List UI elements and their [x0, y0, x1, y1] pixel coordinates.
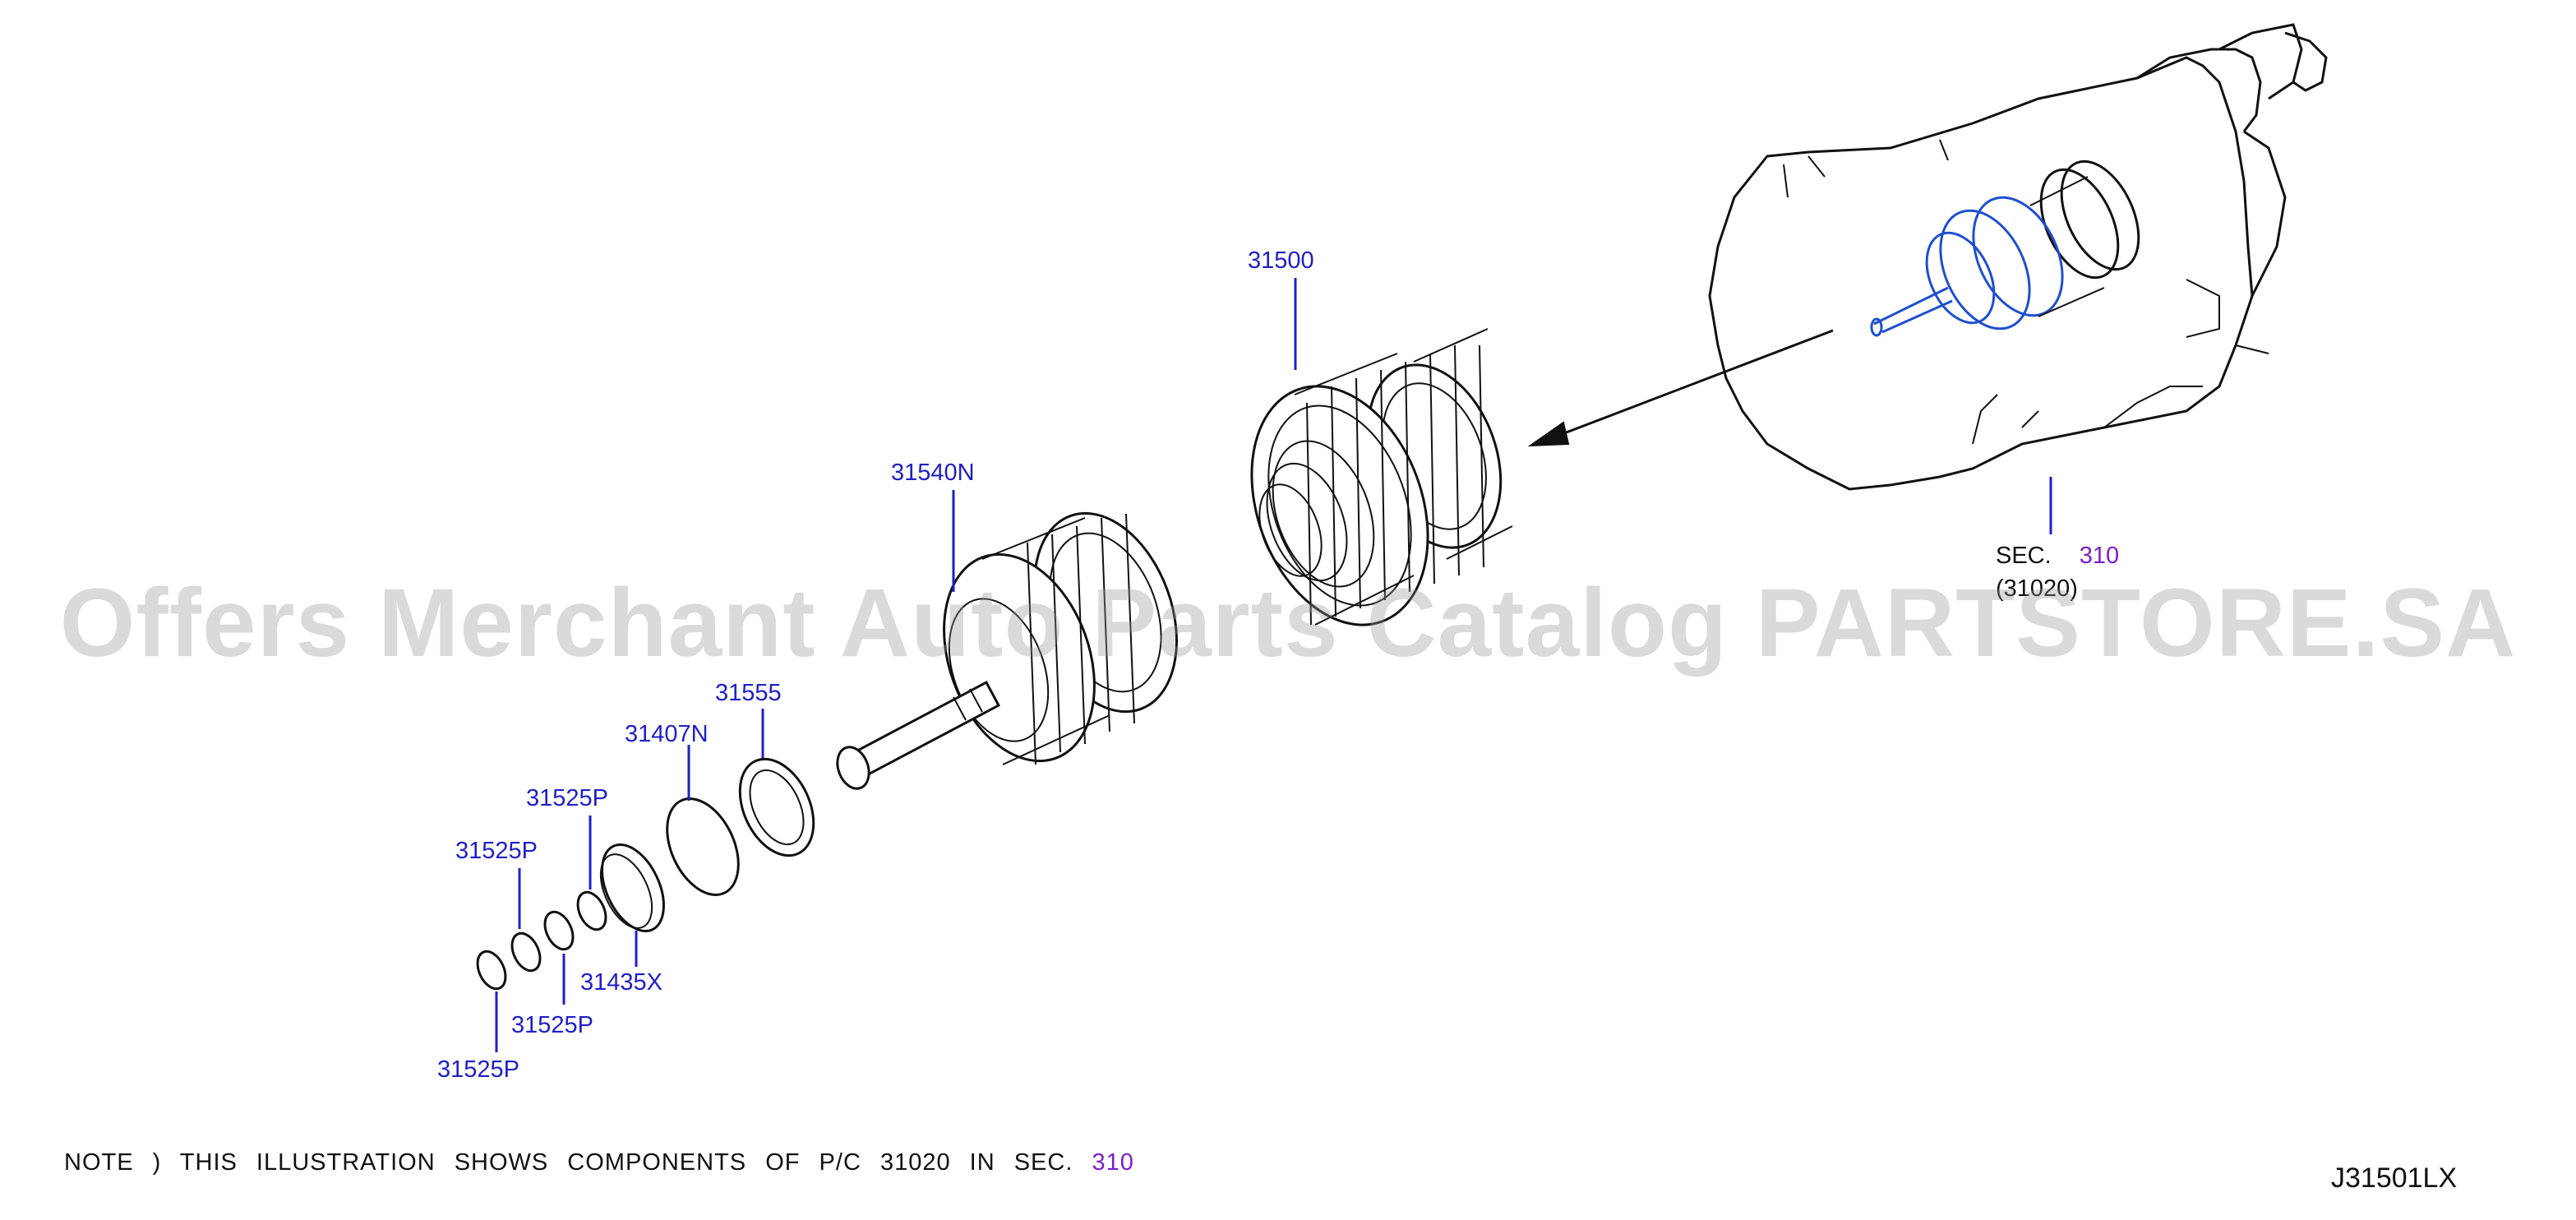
section-subtext: (31020): [1996, 575, 2078, 602]
carrier-shaft-31540N: [836, 511, 1178, 790]
callout-31525P-b[interactable]: 31525P: [455, 838, 538, 864]
watermark: Offers Merchant Auto Parts Catalog PARTS…: [59, 569, 2517, 677]
callout-31435X[interactable]: 31435X: [580, 969, 662, 996]
explode-arrow: [1527, 329, 1834, 447]
callout-31540N[interactable]: 31540N: [891, 460, 975, 486]
note-section-link-310[interactable]: 310: [1092, 1149, 1134, 1176]
illustration-note: NOTE ) THIS ILLUSTRATION SHOWS COMPONENT…: [64, 1149, 1134, 1176]
callout-31555[interactable]: 31555: [715, 680, 782, 706]
internal-gearset-highlight: [1870, 159, 2140, 337]
thrust-bearing-31555: [738, 757, 815, 857]
seal-ring-31525P-set: [476, 890, 607, 991]
callout-31500[interactable]: 31500: [1248, 247, 1314, 274]
note-text: NOTE ) THIS ILLUSTRATION SHOWS COMPONENT…: [64, 1149, 1073, 1176]
section-prefix: SEC.: [1996, 543, 2052, 569]
section-reference: SEC. 310: [1996, 543, 2119, 570]
snap-ring-31435X: [599, 843, 665, 933]
clutch-drum-31500: [1250, 328, 1513, 626]
section-link-310[interactable]: 310: [2079, 543, 2120, 569]
callout-31525P-c[interactable]: 31525P: [511, 1012, 593, 1038]
seal-ring-31407N: [666, 797, 740, 896]
transmission-housing: [1708, 23, 2328, 534]
callout-31525P-a[interactable]: 31525P: [526, 785, 608, 811]
callout-31525P-d[interactable]: 31525P: [437, 1056, 519, 1083]
callout-31407N[interactable]: 31407N: [625, 721, 709, 747]
diagram-code: J31501LX: [2331, 1162, 2458, 1194]
